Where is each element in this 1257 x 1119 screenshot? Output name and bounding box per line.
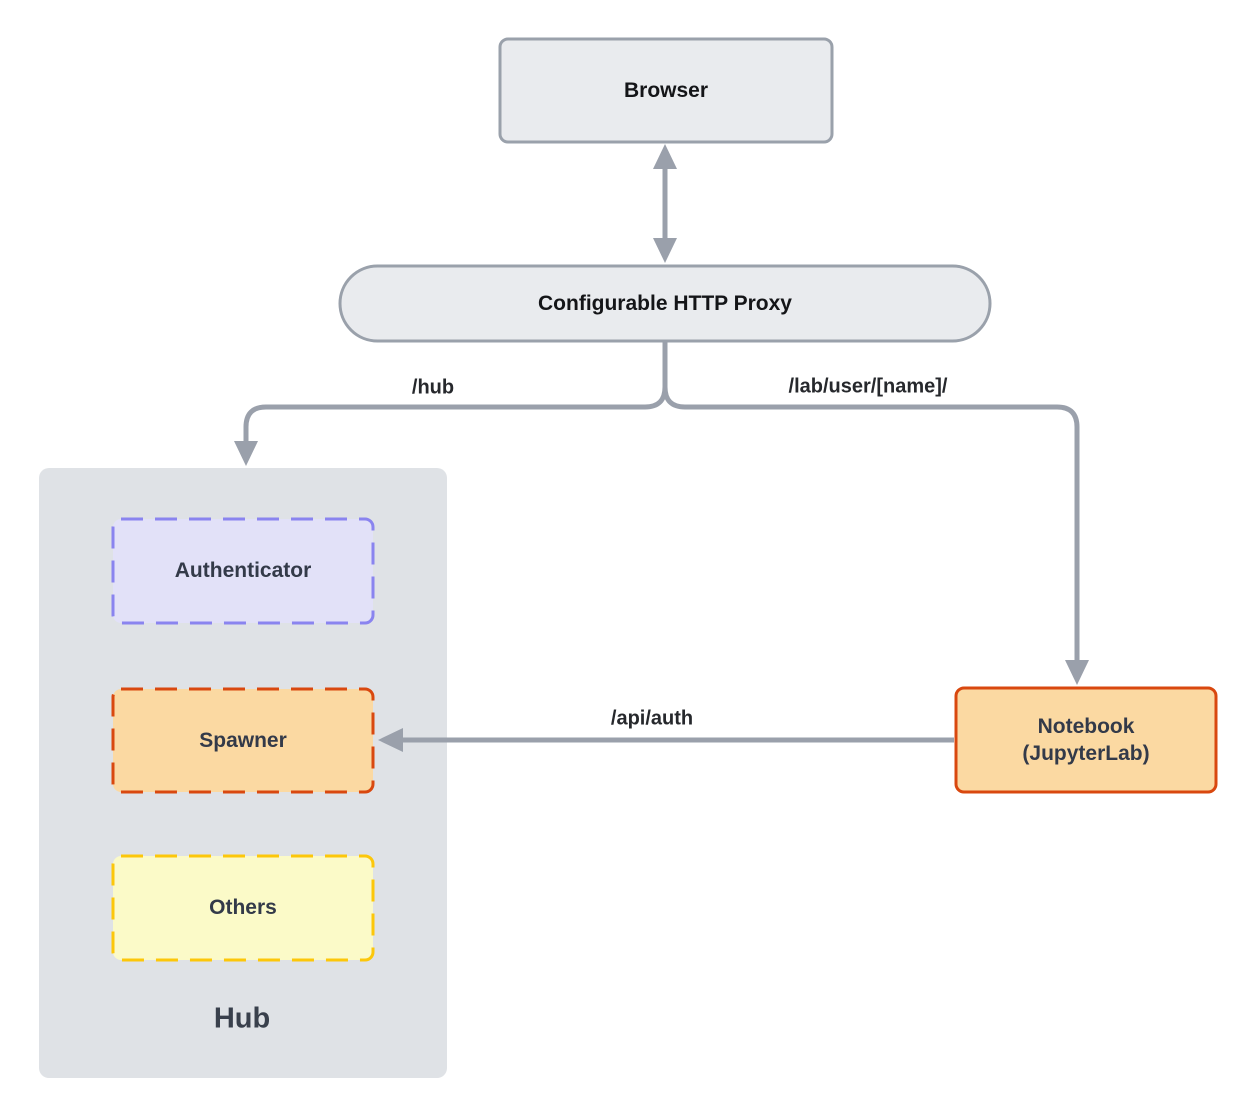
- arrowhead-to-notebook: [1065, 660, 1089, 685]
- authenticator-node: [111, 517, 375, 625]
- notebook-node: [954, 686, 1218, 794]
- notebook-spawner-arrow: [378, 728, 954, 752]
- hub-route-label: /hub: [411, 376, 455, 399]
- arrowhead-to-hub: [234, 441, 258, 466]
- proxy-notebook-connector: [662, 341, 1089, 685]
- hub-label: Hub: [213, 1002, 271, 1035]
- others-label: Others: [209, 896, 277, 919]
- proxy-node: [338, 264, 992, 343]
- browser-label: Browser: [623, 79, 709, 102]
- others-node: [111, 854, 375, 962]
- spawner-node: [111, 687, 375, 794]
- authenticator-label: Authenticator: [174, 559, 312, 582]
- browser-proxy-arrow: [653, 144, 677, 263]
- lab-route-label: /lab/user/[name]/: [788, 375, 948, 398]
- arrowhead-to-spawner: [378, 728, 403, 752]
- browser-node: [498, 37, 834, 144]
- proxy-hub-connector: [234, 341, 668, 466]
- api-auth-label: /api/auth: [610, 707, 694, 730]
- notebook-label: Notebook (JupyterLab): [1022, 713, 1149, 767]
- proxy-label: Configurable HTTP Proxy: [538, 292, 792, 315]
- spawner-label: Spawner: [199, 729, 287, 752]
- notebook-label-line1: Notebook: [1037, 715, 1135, 738]
- notebook-label-line2: (JupyterLab): [1022, 742, 1150, 765]
